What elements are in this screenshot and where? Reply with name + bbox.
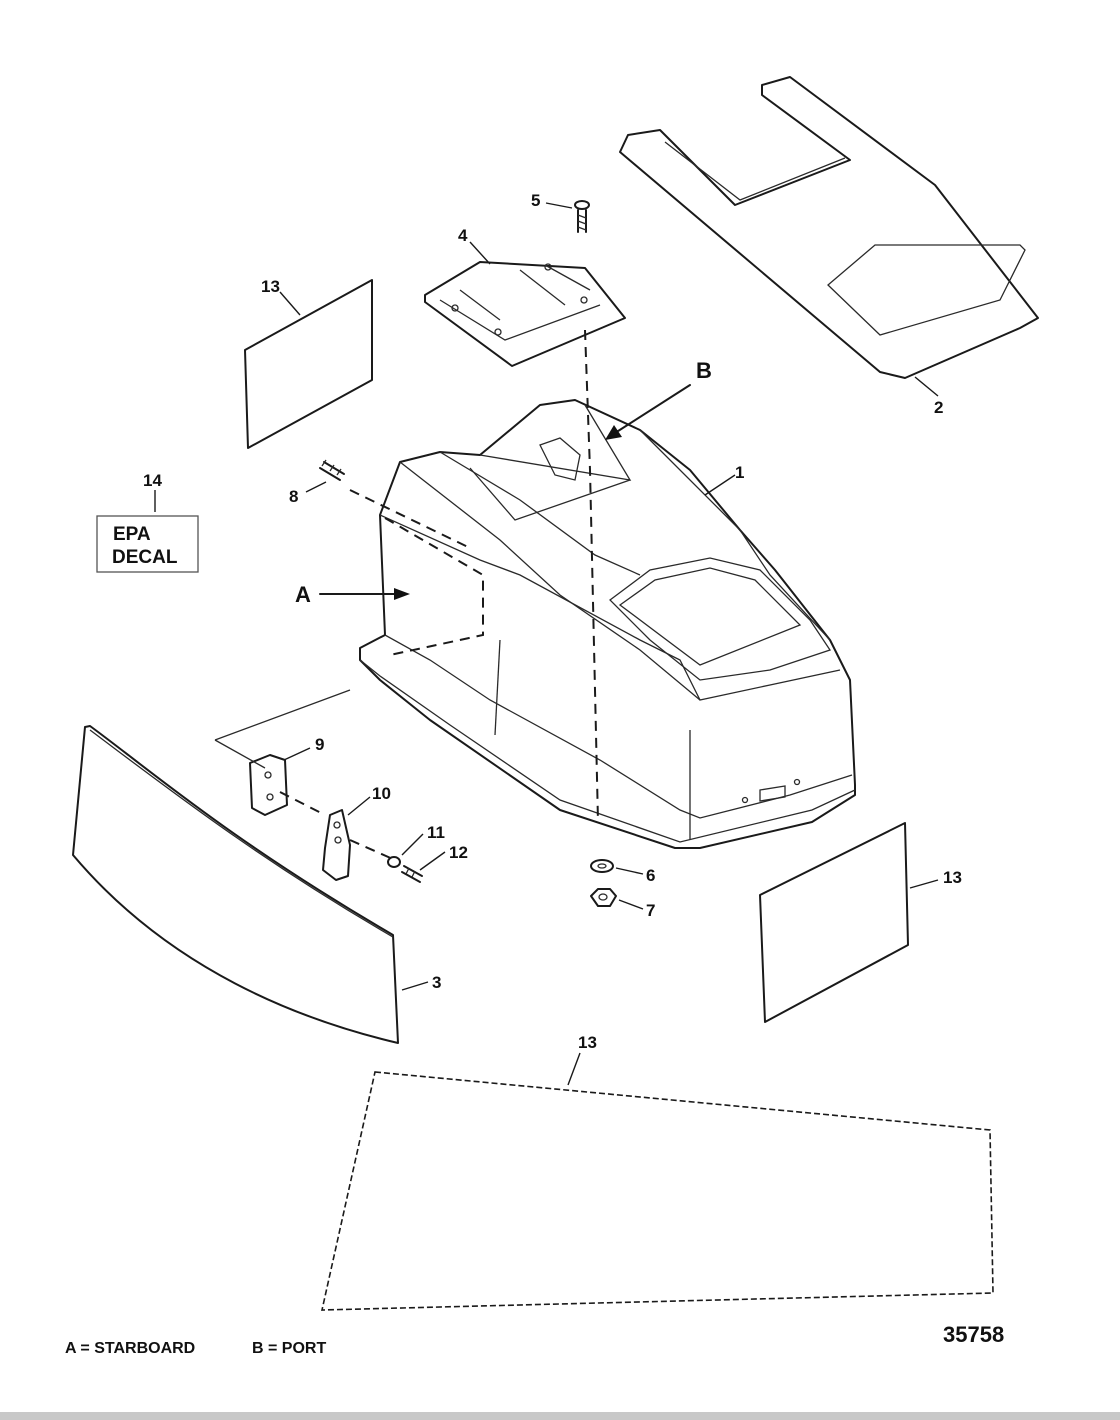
view-letter-b: B xyxy=(696,358,712,383)
callout-1: 1 xyxy=(735,463,744,482)
part-1-top-cowl xyxy=(359,399,856,849)
callout-8: 8 xyxy=(289,487,298,506)
latch-dashed-path xyxy=(279,791,396,861)
epa-line1: EPA xyxy=(113,524,151,545)
part-13-decal-bottom xyxy=(320,1071,994,1311)
callout-3: 3 xyxy=(432,973,441,992)
view-letter-a: A xyxy=(295,582,311,607)
part-10-latch xyxy=(322,809,351,881)
part-3-side-decal xyxy=(72,725,399,1044)
callout-13-bottom: 13 xyxy=(578,1033,597,1052)
callout-10: 10 xyxy=(372,784,391,803)
legend-starboard: A = STARBOARD xyxy=(65,1340,195,1357)
callout-4: 4 xyxy=(458,226,468,245)
callout-13-left: 13 xyxy=(261,277,280,296)
part-6-washer xyxy=(590,859,614,873)
panel-guide-line xyxy=(214,689,351,769)
callout-5: 5 xyxy=(531,191,540,210)
part-5-screw xyxy=(574,200,590,233)
bottom-edge-bar xyxy=(0,1412,1120,1420)
callout-11: 11 xyxy=(427,823,445,842)
part-7-nut xyxy=(590,888,617,907)
part-13-decal-right xyxy=(759,822,909,1023)
epa-decal-box: EPA DECAL xyxy=(96,515,199,573)
callout-6: 6 xyxy=(646,866,655,885)
view-arrow-a xyxy=(319,588,410,600)
callout-12: 12 xyxy=(449,843,468,862)
part-9-bracket xyxy=(249,754,288,816)
part-2-top-decal xyxy=(619,76,1039,379)
part-4-vent-cover xyxy=(424,261,626,367)
epa-line2: DECAL xyxy=(112,547,178,568)
callout-14: 14 xyxy=(143,471,162,490)
callout-7: 7 xyxy=(646,901,655,920)
leader-lines xyxy=(154,202,939,1086)
part-11-washer xyxy=(387,856,401,868)
view-arrow-b xyxy=(605,384,691,440)
callout-13-right: 13 xyxy=(943,868,962,887)
legend-port: B = PORT xyxy=(252,1340,326,1357)
part-12-screw xyxy=(401,865,423,883)
hidden-lines xyxy=(349,329,599,823)
figure-number: 35758 xyxy=(943,1322,1004,1347)
part-8-screw xyxy=(319,459,345,481)
part-13-decal-left xyxy=(244,279,373,449)
callout-2: 2 xyxy=(934,398,943,417)
callout-9: 9 xyxy=(315,735,324,754)
